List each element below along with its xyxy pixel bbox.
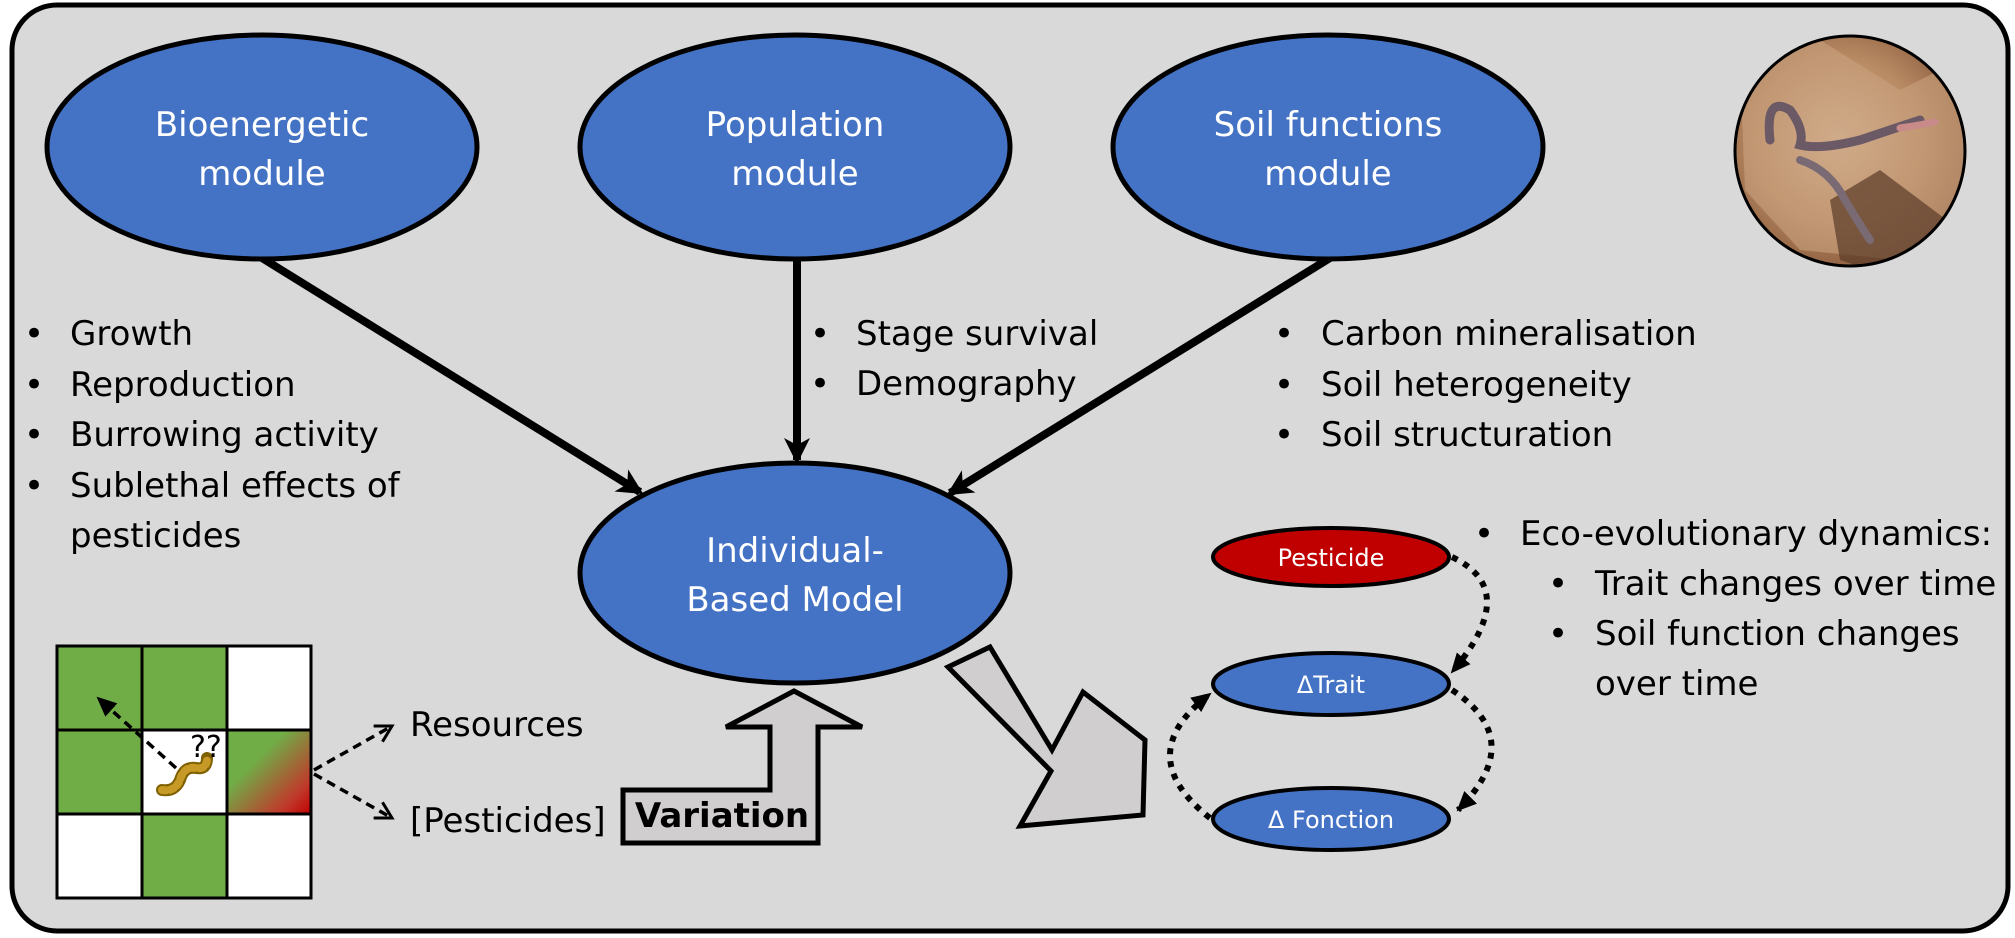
list-item: Growth (70, 314, 193, 354)
soil-functions-module-label-2: module (1264, 154, 1391, 194)
movement-arrow (96, 696, 178, 770)
bullet: • (1274, 365, 1294, 405)
list-item: Demography (856, 364, 1077, 404)
question-marks: ?? (190, 730, 222, 765)
bioenergetic-module-label-1: Bioenergetic (155, 105, 369, 145)
ibm-node: Individual- Based Model (577, 460, 1013, 686)
list-item: Stage survival (856, 314, 1098, 354)
trait-node: ΔTrait (1211, 651, 1451, 717)
resources-label: Resources (410, 705, 584, 745)
bullet: • (1548, 614, 1568, 654)
soil-functions-module-label-1: Soil functions (1214, 105, 1443, 145)
bullet: • (1474, 514, 1494, 554)
soil-functions-module: Soil functions module (1110, 32, 1546, 262)
arrow-pesticide-to-trait (1449, 554, 1490, 674)
arrow-soil-to-ibm (946, 254, 1333, 497)
bullet: • (1274, 314, 1294, 354)
variation-arrow: Variation (620, 688, 864, 846)
function-label: Δ Fonction (1268, 806, 1394, 834)
pesticide-label: Pesticide (1278, 544, 1385, 572)
bullet: • (1274, 415, 1294, 455)
background-panel (9, 2, 2011, 934)
pesticides-label: [Pesticides] (410, 801, 606, 841)
list-item: Reproduction (70, 365, 296, 405)
bullet: • (810, 364, 830, 404)
list-item: pesticides (70, 516, 241, 556)
eco-evolutionary-list: • Eco-evolutionary dynamics: • Trait cha… (1474, 514, 1996, 704)
trait-label: ΔTrait (1297, 671, 1365, 699)
arrow-function-to-trait (1167, 691, 1212, 821)
population-module-label-2: module (731, 154, 858, 194)
bioenergetic-items-list: • Growth • Reproduction • Burrowing acti… (24, 314, 401, 556)
pesticide-node: Pesticide (1211, 526, 1451, 588)
list-item: Carbon mineralisation (1321, 314, 1697, 354)
list-item: Sublethal effects of (70, 466, 401, 506)
bullet: • (24, 415, 44, 455)
soil-items-list: • Carbon mineralisation • Soil heterogen… (1274, 314, 1697, 455)
bioenergetic-module-label-2: module (198, 154, 325, 194)
bullet: • (1548, 564, 1568, 604)
eco-title: Eco-evolutionary dynamics: (1520, 514, 1992, 554)
arrow-trait-to-function (1450, 687, 1495, 813)
spatial-grid: ?? (55, 644, 313, 900)
variation-label: Variation (635, 796, 809, 836)
eco-item: Soil function changes (1595, 614, 1960, 654)
bioenergetic-module: Bioenergetic module (44, 32, 480, 262)
list-item: Burrowing activity (70, 415, 379, 455)
eco-item: Trait changes over time (1594, 564, 1996, 604)
population-items-list: • Stage survival • Demography (810, 314, 1098, 404)
arrow-bioenergetic-to-ibm (259, 254, 644, 496)
list-item: Soil heterogeneity (1321, 365, 1632, 405)
population-module: Population module (577, 32, 1013, 262)
ibm-label-2: Based Model (686, 580, 903, 620)
bullet: • (24, 314, 44, 354)
eco-item: over time (1595, 664, 1758, 704)
bullet: • (24, 365, 44, 405)
output-arrow (943, 643, 1148, 829)
ibm-label-1: Individual- (706, 531, 884, 571)
list-item: Soil structuration (1321, 415, 1613, 455)
population-module-label-1: Population (706, 105, 885, 145)
bullet: • (810, 314, 830, 354)
function-node: Δ Fonction (1211, 786, 1451, 852)
bullet: • (24, 466, 44, 506)
